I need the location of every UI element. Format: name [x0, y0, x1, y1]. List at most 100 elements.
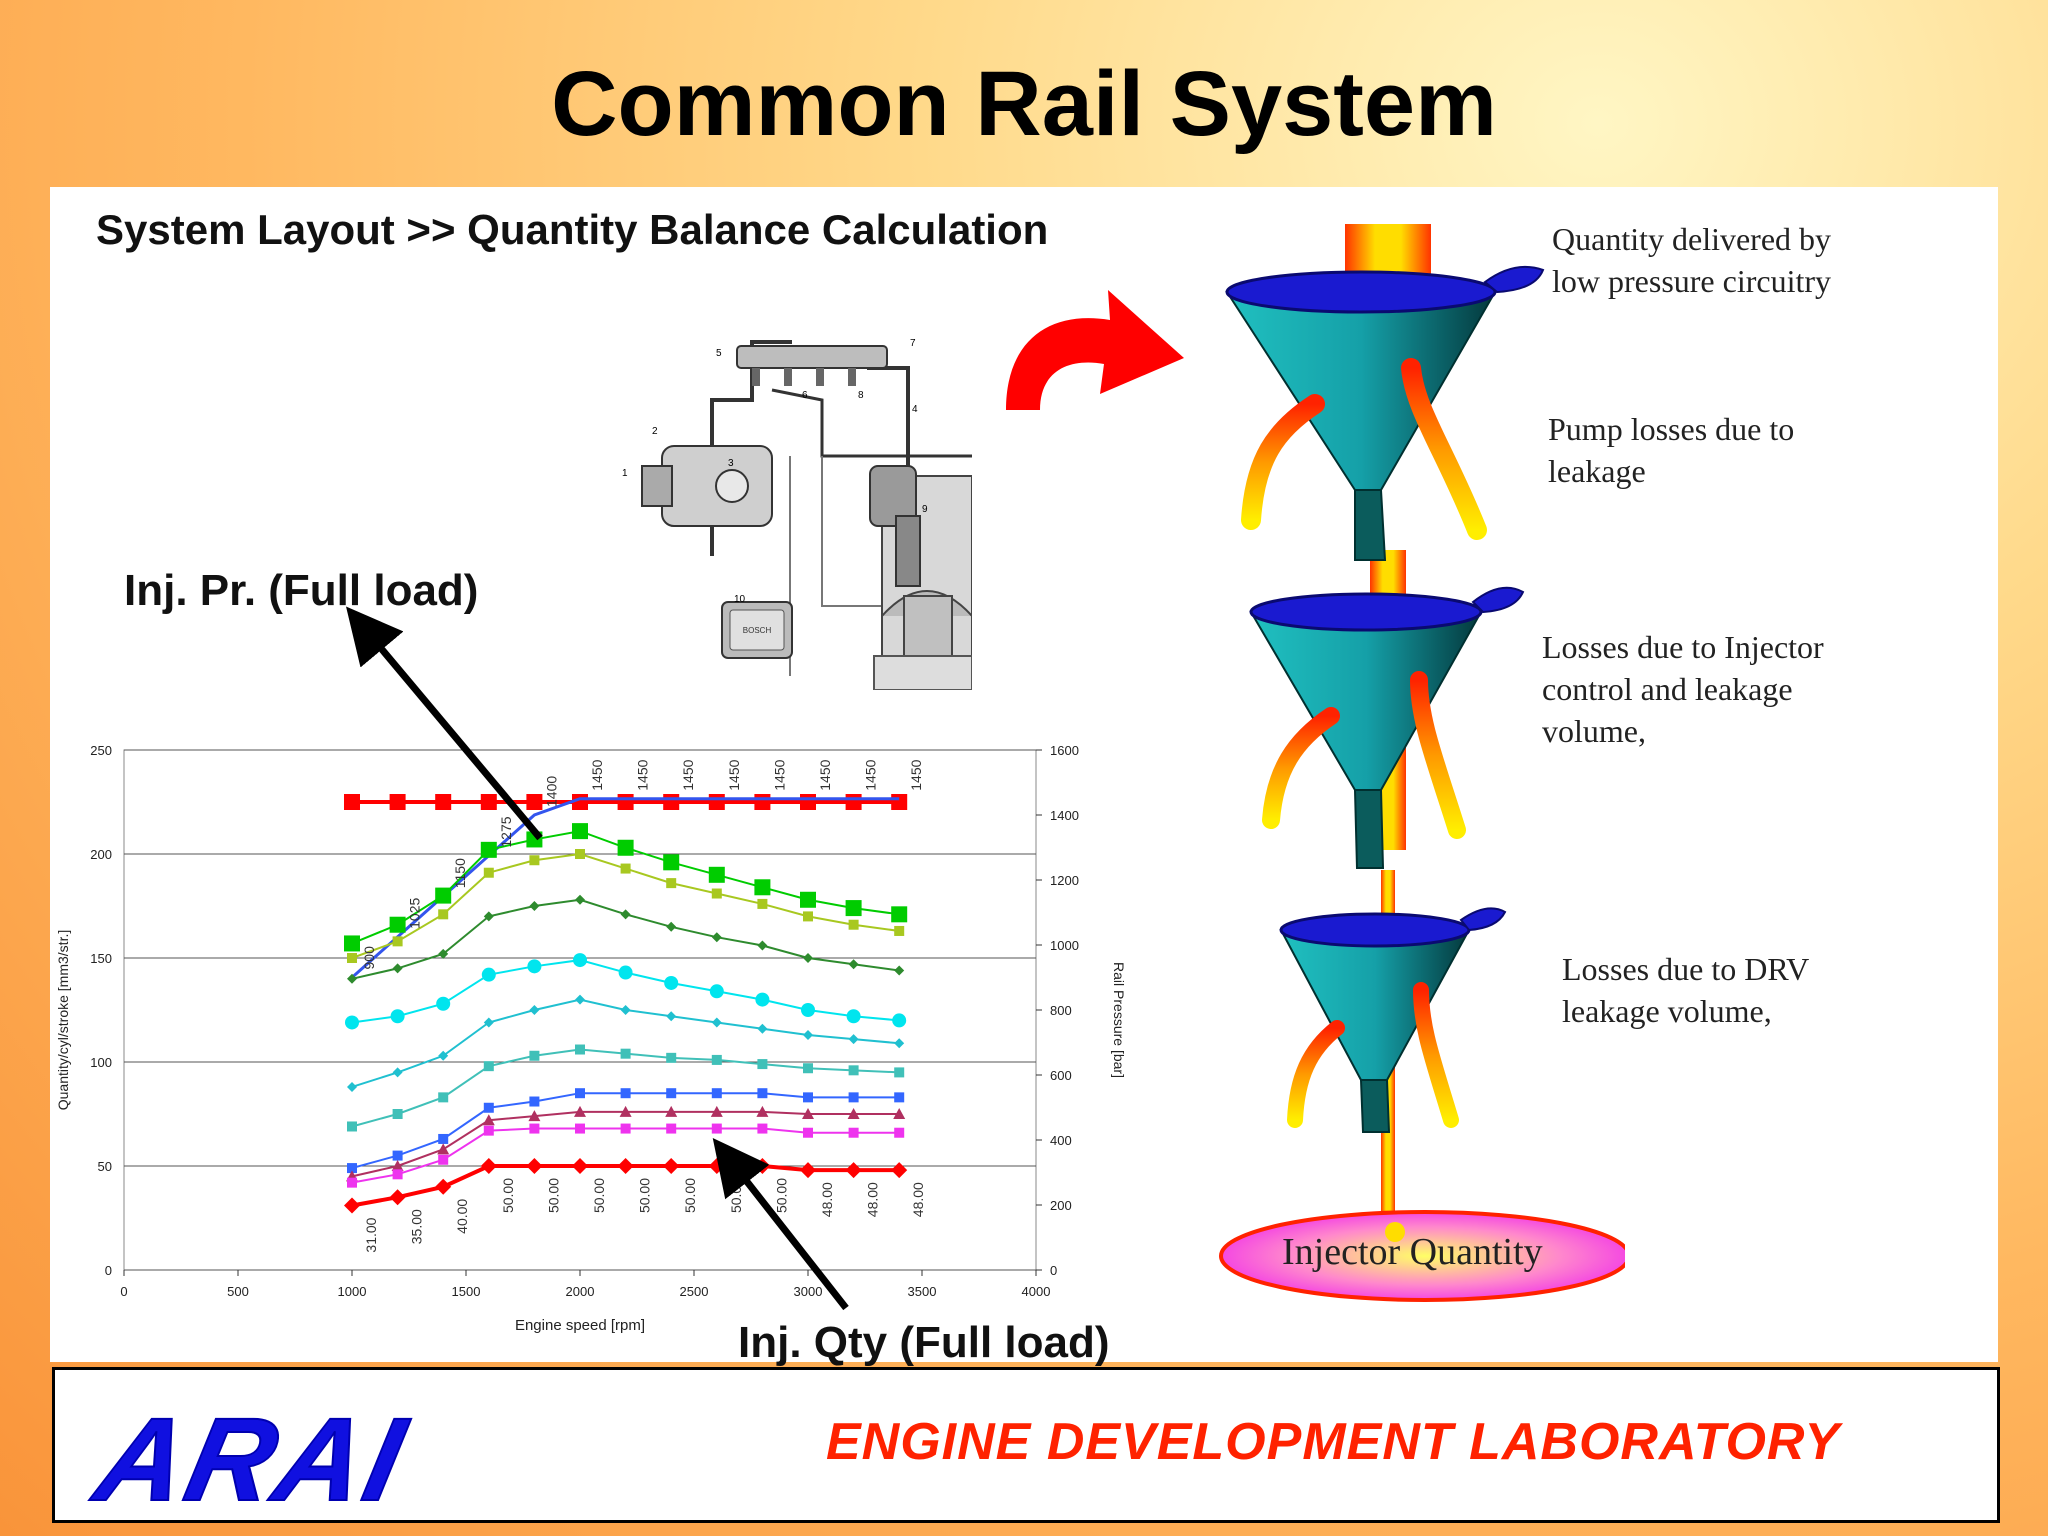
pressure-data-label: 1450	[635, 759, 651, 790]
data-point	[483, 867, 494, 878]
part-number: 4	[912, 404, 918, 415]
pressure-data-label: 1450	[908, 759, 924, 790]
data-point	[617, 839, 634, 856]
data-point	[480, 841, 497, 858]
data-point	[848, 1127, 859, 1138]
label-injector-losses: Losses due to Injector control and leaka…	[1542, 629, 1824, 749]
data-point	[529, 1123, 540, 1134]
pressure-data-label: 1450	[863, 759, 879, 790]
quantity-data-label: 50.00	[682, 1178, 698, 1213]
label-pump-losses: Pump losses due to leakage	[1548, 411, 1795, 489]
pressure-data-label: 900	[361, 946, 377, 970]
funnel-injector-leakage	[1279, 907, 1507, 1133]
quantity-data-label: 50.00	[591, 1178, 607, 1213]
x-tick-label: 2500	[680, 1284, 709, 1299]
data-point	[848, 1092, 859, 1103]
pressure-data-label: 1150	[452, 858, 468, 888]
data-point	[526, 831, 543, 848]
pressure-data-label: 1025	[407, 898, 423, 929]
quantity-data-label: 35.00	[409, 1209, 425, 1244]
data-point	[666, 1088, 677, 1099]
y-tick-label: 200	[90, 847, 112, 862]
data-point	[435, 794, 452, 810]
data-point	[891, 794, 908, 810]
data-point	[618, 965, 633, 980]
data-point	[620, 1088, 631, 1099]
data-point	[848, 1065, 859, 1076]
x-tick-label: 0	[120, 1284, 127, 1299]
data-point	[389, 916, 406, 933]
quantity-data-label: 31.00	[363, 1217, 379, 1252]
data-point	[891, 1162, 908, 1179]
x-tick-label: 2000	[566, 1284, 595, 1299]
data-point	[663, 854, 680, 871]
data-point	[574, 1105, 586, 1117]
section-subtitle: System Layout >> Quantity Balance Calcul…	[96, 206, 1049, 253]
data-point	[894, 1067, 905, 1078]
pressure-data-label: 1275	[498, 816, 514, 847]
data-point	[619, 1105, 632, 1117]
data-point	[482, 1114, 495, 1126]
data-point	[710, 1105, 723, 1117]
data-point	[894, 1038, 905, 1049]
data-point	[711, 1123, 722, 1134]
pressure-data-label: 1450	[771, 759, 787, 790]
quantity-data-label: 50.00	[500, 1178, 516, 1213]
data-point	[483, 1102, 494, 1113]
y2-tick-label: 1600	[1050, 743, 1079, 758]
data-point	[894, 925, 905, 936]
quantity-data-label: 40.00	[454, 1199, 470, 1234]
data-point	[344, 1197, 360, 1214]
x-tick-label: 4000	[1022, 1284, 1051, 1299]
data-point	[392, 1109, 403, 1119]
data-point	[344, 935, 360, 952]
data-point	[572, 823, 588, 840]
data-point	[845, 900, 862, 917]
label-low-pressure-delivery: Quantity delivered by low pressure circu…	[1552, 221, 1832, 299]
y2-tick-label: 1000	[1050, 938, 1079, 953]
data-point	[848, 919, 859, 930]
data-point	[347, 1163, 357, 1174]
data-point	[483, 911, 494, 922]
data-point	[620, 1005, 631, 1015]
y2-tick-label: 0	[1050, 1263, 1057, 1278]
data-point	[573, 953, 587, 968]
y-tick-label: 100	[90, 1055, 112, 1070]
data-point	[529, 1096, 540, 1107]
data-point	[572, 1158, 588, 1174]
data-point	[480, 1158, 497, 1174]
data-point	[848, 959, 859, 970]
quantity-data-label: 48.00	[910, 1182, 926, 1217]
part-number: 9	[922, 504, 928, 515]
data-point	[392, 936, 403, 947]
x-tick-label: 1500	[452, 1284, 481, 1299]
data-point	[392, 963, 403, 974]
part-number: 1	[622, 468, 628, 479]
data-point	[845, 794, 862, 810]
data-point	[666, 878, 677, 889]
quantity-data-label: 50.00	[637, 1178, 653, 1213]
data-point	[575, 1044, 585, 1055]
data-point	[666, 921, 677, 932]
footer-bar	[52, 1367, 2000, 1523]
data-point	[711, 1017, 722, 1028]
y2-tick-label: 800	[1050, 1003, 1072, 1018]
data-point	[756, 1105, 769, 1117]
part-number: 8	[858, 390, 864, 401]
pressure-data-label: 1450	[589, 759, 605, 790]
data-point	[803, 1029, 813, 1040]
data-point	[575, 894, 585, 905]
data-point	[347, 1121, 357, 1132]
data-point	[708, 866, 725, 883]
data-point	[800, 891, 816, 908]
funnel-pump-leakage	[1249, 586, 1525, 869]
data-point	[757, 898, 768, 909]
data-point	[892, 1013, 907, 1028]
data-point	[435, 1178, 452, 1195]
data-point	[711, 1088, 722, 1099]
data-point	[390, 1009, 405, 1024]
y2-axis-title: Rail Pressure [bar]	[1111, 962, 1127, 1078]
data-point	[666, 1011, 677, 1022]
pressure-data-label: 1450	[817, 759, 833, 790]
data-point	[527, 959, 542, 974]
